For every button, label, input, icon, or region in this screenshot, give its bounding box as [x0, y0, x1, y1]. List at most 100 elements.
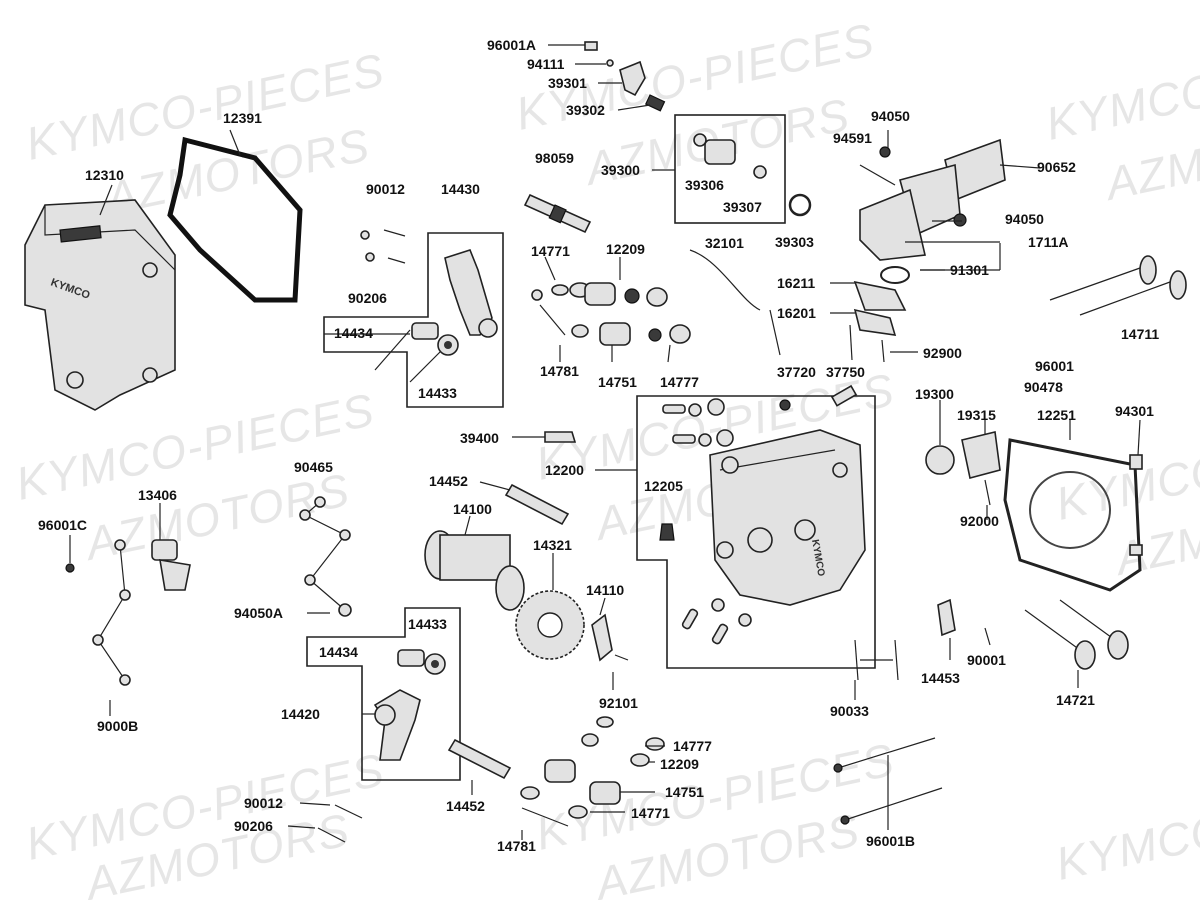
part-label-91301: 91301 [950, 262, 989, 278]
part-label-94301: 94301 [1115, 403, 1154, 419]
temperature-sensor-clip [779, 399, 791, 411]
part-label-94050A: 94050A [234, 605, 283, 621]
part-label-12310: 12310 [85, 167, 124, 183]
part-label-14452: 14452 [446, 798, 485, 814]
sensor-wire [689, 249, 761, 311]
part-label-12209: 12209 [660, 756, 699, 772]
part-label-14434: 14434 [334, 325, 373, 341]
part-label-90652: 90652 [1037, 159, 1076, 175]
exhaust-valves [1024, 609, 1081, 651]
cylinder-head-group-box [636, 395, 876, 669]
pin-90012 [383, 229, 406, 237]
part-label-14711: 14711 [1121, 326, 1159, 342]
part-label-14433: 14433 [418, 385, 457, 401]
part-label-12205: 12205 [644, 478, 683, 494]
part-label-12391: 12391 [223, 110, 262, 126]
intake-valves [1049, 255, 1187, 316]
part-label-39303: 39303 [775, 234, 814, 250]
part-labels: 96001A 94111 39301 39302 98059 39300 393… [38, 37, 1159, 854]
part-label-12200: 12200 [545, 462, 584, 478]
pin-90206 [387, 257, 406, 264]
part-label-14781: 14781 [497, 838, 536, 854]
spark-plug [523, 193, 592, 234]
watermark-group: KYMCO-PIECES AZMOTORS KYMCO-PIECES AZMOT… [11, 13, 1200, 900]
part-label-12251: 12251 [1037, 407, 1076, 423]
part-label-14321: 14321 [533, 537, 572, 553]
cylinder-head: KYMCO [709, 429, 866, 606]
part-label-14433: 14433 [408, 616, 447, 632]
part-label-14434: 14434 [319, 644, 358, 660]
part-label-90206: 90206 [234, 818, 273, 834]
oring-39303 [788, 193, 812, 217]
part-label-1711A: 1711A [1028, 234, 1068, 250]
leader-lines [69, 44, 1141, 840]
part-label-90478: 90478 [1024, 379, 1063, 395]
watermark-text: KYMCO-PIECES [1051, 763, 1200, 890]
linkage-left [65, 539, 131, 686]
part-label-96001B: 96001B [866, 833, 915, 849]
part-label-14110: 14110 [586, 582, 624, 598]
chain-tensioner-plate [591, 613, 613, 662]
part-label-90033: 90033 [830, 703, 869, 719]
part-label-39400: 39400 [460, 430, 499, 446]
part-label-98059: 98059 [535, 150, 574, 166]
rocker-shaft-bush [411, 322, 439, 340]
stud [881, 339, 885, 363]
rocker-arm-lower [373, 649, 446, 761]
linkage-arms [299, 496, 352, 617]
cylinder-head-cover: KYMCO [24, 199, 176, 411]
part-label-39302: 39302 [566, 102, 605, 118]
part-label-19300: 19300 [915, 386, 954, 402]
rocker-shaft [504, 483, 570, 526]
part-label-32101: 32101 [705, 235, 744, 251]
valve-spring-set-upper [531, 282, 691, 346]
part-label-94050: 94050 [871, 108, 910, 124]
bolt-92101 [614, 654, 629, 661]
pin-90012-lower [334, 804, 363, 819]
part-label-13406: 13406 [138, 487, 177, 503]
part-label-90012: 90012 [366, 181, 405, 197]
rocker-shaft-lower [447, 738, 512, 780]
part-label-94111: 94111 [527, 56, 565, 72]
rocker-arm-group-box-upper [323, 232, 504, 408]
part-label-90206: 90206 [348, 290, 387, 306]
rocker-arm-upper [411, 249, 498, 356]
plate-14453 [937, 598, 956, 637]
housing-19315 [961, 431, 1001, 479]
part-label-96001A: 96001A [487, 37, 536, 53]
part-label-12209: 12209 [606, 241, 645, 257]
watermark-text: KYMCO-PIECES [1041, 23, 1200, 150]
cover-gasket [167, 136, 303, 303]
part-label-14781: 14781 [540, 363, 579, 379]
part-label-96001C: 96001C [38, 517, 87, 533]
part-label-19315: 19315 [957, 407, 996, 423]
stud [849, 324, 853, 361]
pin-90206-lower [317, 827, 346, 843]
part-label-90001: 90001 [967, 652, 1006, 668]
injector-group-box [674, 114, 786, 224]
part-label-37750: 37750 [826, 364, 865, 380]
oil-seal-19300 [925, 445, 955, 475]
part-label-94050: 94050 [1005, 211, 1044, 227]
bracket [151, 539, 191, 591]
intake-manifold-assembly [853, 138, 1006, 336]
pointer-arrow [769, 309, 781, 356]
part-label-14453: 14453 [921, 670, 960, 686]
part-label-39307: 39307 [723, 199, 762, 215]
part-label-16211: 16211 [777, 275, 815, 291]
valve-guides-and-seals [659, 398, 752, 645]
bolt-92000 [984, 479, 991, 506]
dowel-94301 [1129, 454, 1143, 470]
cam-sprocket [515, 590, 585, 660]
part-label-92000: 92000 [960, 513, 999, 529]
part-label-90012: 90012 [244, 795, 283, 811]
part-label-14420: 14420 [281, 706, 320, 722]
part-label-16201: 16201 [777, 305, 816, 321]
camshaft [424, 530, 525, 611]
part-label-39300: 39300 [601, 162, 640, 178]
part-label-14751: 14751 [598, 374, 637, 390]
part-label-94591: 94591 [833, 130, 872, 146]
part-label-14452: 14452 [429, 473, 468, 489]
part-label-90465: 90465 [294, 459, 333, 475]
